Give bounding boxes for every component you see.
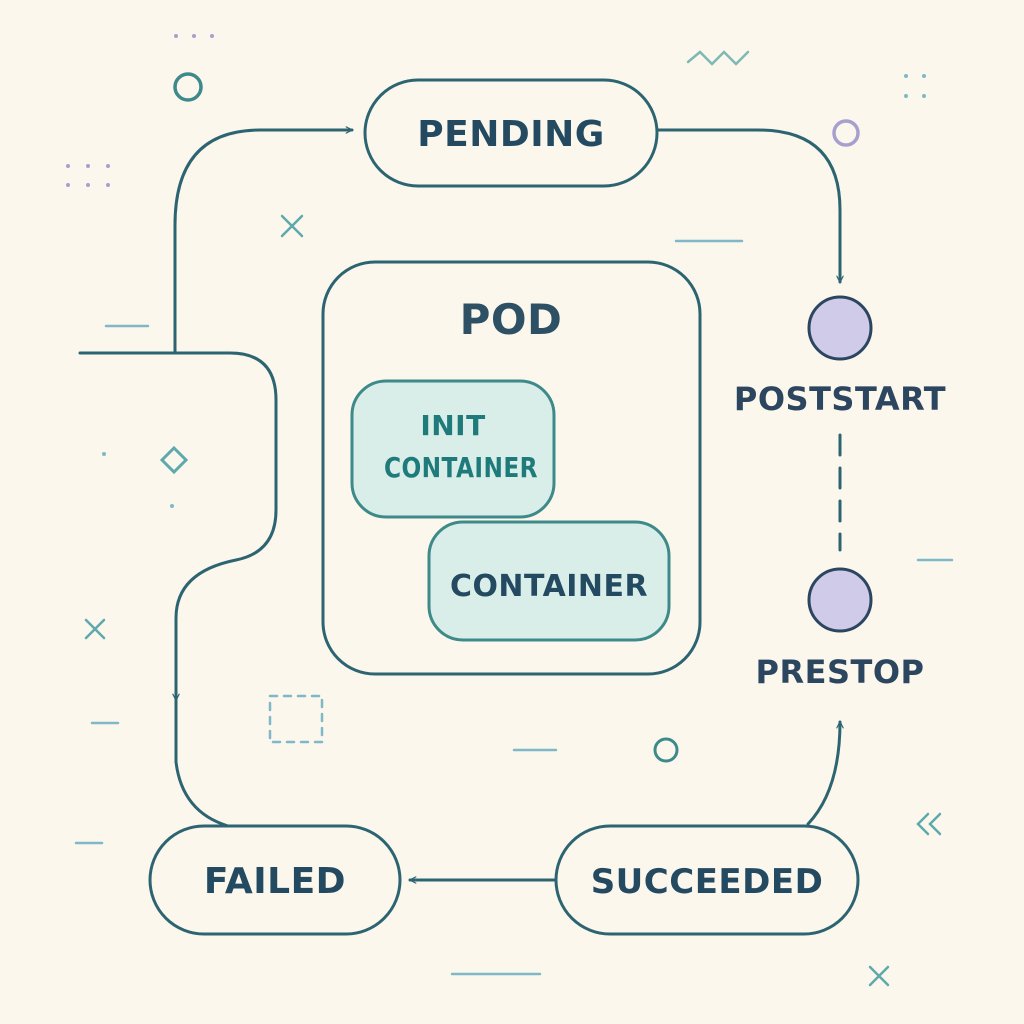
hook-prestop[interactable]: PRESTOP — [756, 567, 925, 691]
hook-poststart-label: POSTSTART — [734, 380, 946, 418]
hook-prestop-label: PRESTOP — [756, 653, 925, 691]
decor-cross-icon — [84, 618, 106, 640]
hook-poststart-dot — [807, 295, 873, 361]
decor-chevrons-icon — [916, 812, 942, 836]
decor-dot-grid — [102, 74, 926, 508]
pod-title: POD — [460, 295, 563, 344]
init-container-box[interactable]: INIT CONTAINER — [350, 379, 556, 519]
state-succeeded[interactable]: SUCCEEDED — [554, 824, 860, 936]
decorations — [66, 34, 954, 987]
state-failed-label: FAILED — [204, 861, 346, 902]
connectors — [78, 126, 844, 884]
decor-circle-icon — [173, 72, 203, 102]
state-succeeded-label: SUCCEEDED — [591, 862, 824, 902]
hook-prestop-dot — [807, 567, 873, 633]
decor-dot-grid — [66, 34, 214, 187]
container-label: CONTAINER — [450, 569, 648, 604]
state-pending-label: PENDING — [417, 114, 605, 155]
edge-loop-to-pending — [173, 126, 354, 355]
decor-circle-icon — [653, 737, 679, 763]
edge-entry-line — [78, 351, 278, 702]
state-pending[interactable]: PENDING — [363, 78, 659, 188]
decor-zigzag-icon — [686, 50, 750, 66]
decor-dashed-square-icon — [268, 694, 324, 744]
decor-cross-icon — [868, 965, 890, 987]
decor-cross-icon — [280, 214, 304, 238]
decor-dash-lines — [74, 239, 954, 976]
container-box[interactable]: CONTAINER — [427, 520, 671, 642]
edge-to-failed — [174, 698, 230, 828]
hook-poststart[interactable]: POSTSTART — [734, 295, 946, 418]
state-failed[interactable]: FAILED — [148, 824, 402, 936]
decor-circle-icon — [832, 119, 860, 147]
edge-pending-to-poststart — [656, 128, 844, 284]
decor-diamond-icon — [159, 445, 189, 475]
init-container-label-line2: CONTAINER — [384, 451, 538, 484]
init-container-label-line1: INIT — [420, 409, 485, 442]
pod-box[interactable]: POD — [321, 260, 702, 676]
edge-succeeded-to-prestop — [806, 720, 844, 826]
